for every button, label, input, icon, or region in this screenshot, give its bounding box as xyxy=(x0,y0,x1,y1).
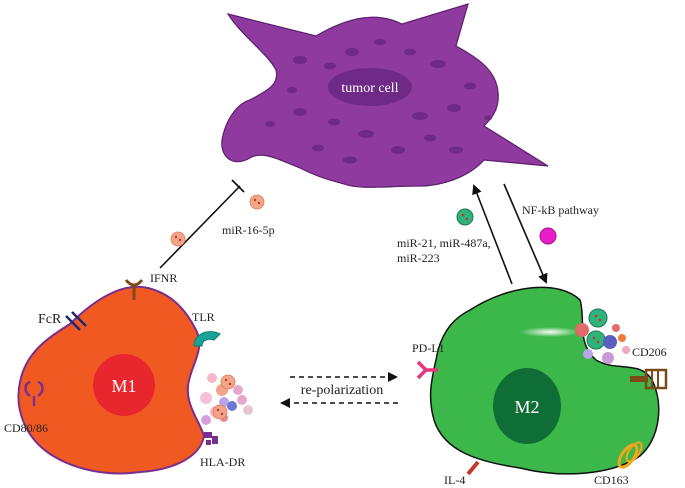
tumor-cytoplasm-spots xyxy=(265,39,492,164)
mir-16-vesicle-1 xyxy=(249,194,265,210)
cd206-receptor-icon xyxy=(630,368,668,390)
cd163-label: CD163 xyxy=(594,473,629,487)
inhibition-line xyxy=(159,185,241,269)
cd206-label: CD206 xyxy=(632,345,667,359)
tlr-receptor-icon xyxy=(193,331,221,347)
nfkb-label: NF-kB pathway xyxy=(522,203,599,217)
m1-secreted-vesicles xyxy=(200,373,253,425)
repolarization-label: re-polarization xyxy=(301,383,383,398)
pd-l1-label: PD-L1 xyxy=(412,341,445,355)
tumor-to-m2-arrow xyxy=(503,183,548,284)
il-4-label: IL-4 xyxy=(444,473,465,487)
m2-membrane-highlight xyxy=(520,327,580,337)
m2-mirna-label-line2: miR-223 xyxy=(397,251,440,265)
cd163-receptor-icon xyxy=(617,441,643,469)
repolarization-arrows: re-polarization xyxy=(280,372,398,408)
ifnr-receptor-icon xyxy=(124,279,144,300)
tumor-cell: tumor cell xyxy=(221,3,549,188)
mir-16-vesicle-2 xyxy=(170,231,186,247)
m2-label: M2 xyxy=(514,397,539,417)
hla-dr-label: HLA-DR xyxy=(200,455,245,469)
m2-nucleus xyxy=(493,368,561,444)
mir-16-label: miR-16-5p xyxy=(222,223,275,237)
m1-to-tumor-inhibition xyxy=(159,179,245,269)
tlr-label: TLR xyxy=(192,310,215,324)
tumor-cell-label: tumor cell xyxy=(341,81,398,96)
fcr-label: FcR xyxy=(38,312,62,327)
fcr-receptor-icon xyxy=(65,311,87,331)
hla-dr-receptor-icon xyxy=(204,432,218,445)
m2-mirna-vesicle xyxy=(456,208,474,226)
tumor-nucleus xyxy=(328,68,412,106)
pd-l1-receptor-icon xyxy=(416,360,438,380)
m2-to-tumor-arrow xyxy=(472,184,513,285)
m1-nucleus xyxy=(93,354,155,416)
ifnr-label: IFNR xyxy=(150,271,177,285)
m2-secreted-vesicles xyxy=(575,308,630,364)
m1-macrophage: M1 IFNR FcR TLR CD80/86 HLA-DR xyxy=(4,271,253,475)
m2-macrophage: M2 PD-L1 CD206 IL-4 CD163 xyxy=(412,286,668,487)
nfkb-vesicle xyxy=(539,227,557,245)
cd80-receptor-icon xyxy=(24,380,44,406)
il-4-receptor-icon xyxy=(466,460,480,476)
m1-label: M1 xyxy=(111,376,136,396)
inhibition-bar xyxy=(231,179,245,193)
cd80-label: CD80/86 xyxy=(4,421,48,435)
m2-mirna-label-line1: miR-21, miR-487a, xyxy=(397,236,491,250)
